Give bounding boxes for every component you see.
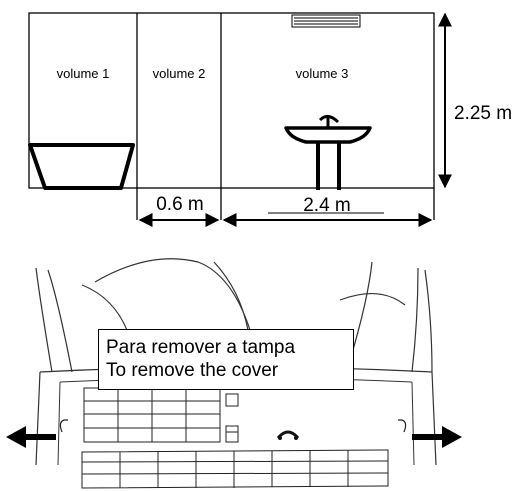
callout-line-english: To remove the cover (106, 360, 279, 381)
zone-label-volume-2: volume 2 (153, 66, 206, 81)
callout-line-portuguese: Para remover a tampa (106, 337, 296, 358)
lower-grille (81, 449, 389, 489)
width-volume2-label: 0.6 m (156, 194, 204, 215)
width-volume3-label: 2.4 m (303, 195, 351, 216)
upper-grille (83, 387, 221, 443)
bathtub-icon (28, 143, 135, 190)
zone-label-volume-3: volume 3 (296, 66, 349, 81)
arrow-left-icon (6, 426, 56, 448)
cover-release-icon (276, 430, 300, 440)
washbasin-icon (284, 115, 372, 190)
zone-label-volume-1: volume 1 (57, 66, 110, 81)
radiator-icon (291, 14, 361, 28)
arrow-right-icon (412, 426, 462, 448)
right-clip (398, 419, 407, 433)
remove-cover-callout: Para remover a tampa To remove the cover (98, 329, 354, 390)
room-outline (28, 12, 435, 189)
height-dimension-label: 2.25 m (454, 103, 512, 124)
bathroom-zones-diagram: volume 1 volume 2 volume 3 2.25 m 0.6 m (28, 12, 512, 227)
left-clip (59, 419, 68, 433)
side-switches (225, 393, 239, 443)
